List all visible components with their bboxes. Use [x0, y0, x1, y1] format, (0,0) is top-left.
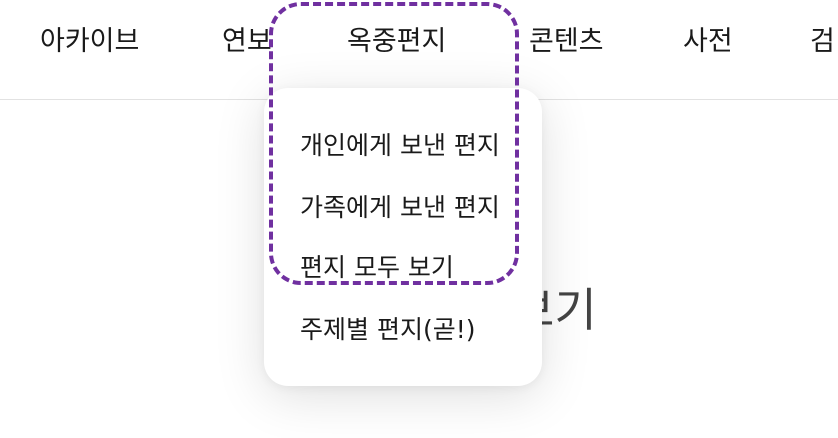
nav-item-yearbook[interactable]: 연보	[222, 26, 272, 57]
nav-item-search[interactable]: 검	[810, 26, 835, 57]
dropdown-item-family-letters[interactable]: 가족에게 보낸 편지	[300, 193, 500, 222]
nav-item-contents[interactable]: 콘텐츠	[529, 26, 604, 57]
dropdown-item-personal-letters[interactable]: 개인에게 보낸 편지	[300, 131, 500, 160]
page-heading: 보기	[530, 282, 610, 338]
top-navigation: 아카이브 연보 옥중편지 콘텐츠 사전 검	[0, 0, 838, 100]
nav-item-prison-letters[interactable]: 옥중편지	[347, 26, 447, 57]
nav-item-dictionary[interactable]: 사전	[683, 26, 733, 57]
dropdown-item-all-letters[interactable]: 편지 모두 보기	[300, 253, 454, 282]
dropdown-item-letters-by-topic[interactable]: 주제별 편지(곧!)	[300, 315, 476, 344]
letters-dropdown-menu	[264, 88, 542, 386]
nav-item-archive[interactable]: 아카이브	[40, 26, 140, 57]
